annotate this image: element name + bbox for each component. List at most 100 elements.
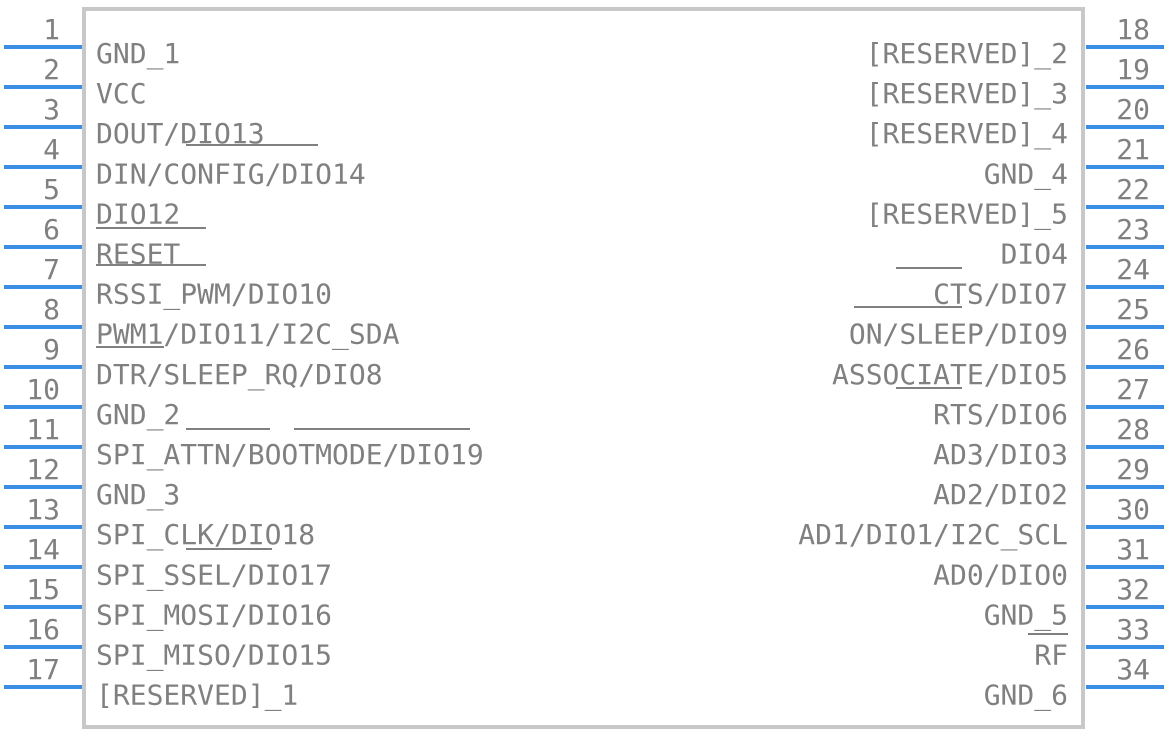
pin-number: 6: [43, 213, 60, 246]
pin-number: 26: [1116, 333, 1150, 366]
pin-label: RESET: [96, 238, 180, 271]
left-pin-group: 1GND_12VCC3DOUT/DIO134DIN/CONFIG/DIO145D…: [4, 13, 484, 713]
pin-number: 14: [26, 533, 60, 566]
pin-number: 19: [1116, 53, 1150, 86]
pin-label: VCC: [96, 77, 147, 110]
pin-number: 9: [43, 333, 60, 366]
pin-number: 20: [1116, 93, 1150, 126]
pin-label: GND_4: [984, 157, 1068, 191]
pin-label: RF: [1034, 639, 1068, 672]
pin-number: 24: [1116, 253, 1150, 286]
pin-label: SPI_ATTN/BOOTMODE/DIO19: [96, 438, 484, 472]
pin-number: 4: [43, 133, 60, 166]
pin-number: 27: [1116, 373, 1150, 406]
pin-label: [RESERVED]_1: [96, 679, 298, 713]
pin-label: DIO12: [96, 197, 180, 230]
pin-number: 1: [43, 13, 60, 46]
pin-label: [RESERVED]_2: [866, 37, 1068, 71]
pin-number: 34: [1116, 653, 1150, 686]
pin-number: 32: [1116, 573, 1150, 606]
pin-number: 21: [1116, 133, 1150, 166]
component-body: [82, 7, 1085, 729]
pin-label: [RESERVED]_3: [866, 77, 1068, 111]
pin-label: GND_6: [984, 679, 1068, 713]
pin-label: GND_5: [984, 598, 1068, 632]
pin-label: [RESERVED]_5: [866, 197, 1068, 231]
right-pin-20: 20 [RESERVED]_4: [866, 93, 1164, 151]
pin-label: SPI_SSEL/DIO17: [96, 558, 332, 592]
pin-label: SPI_MOSI/DIO16: [96, 598, 332, 632]
pin-number: 11: [26, 413, 60, 446]
pin-label: ASSOCIATE/DIO5: [832, 358, 1068, 391]
pin-label: AD3/DIO3: [933, 438, 1068, 471]
pin-label: GND_1: [96, 37, 180, 71]
pin-number: 28: [1116, 413, 1150, 446]
pin-number: 16: [26, 613, 60, 646]
right-pin-group: 18 [RESERVED]_2 19 [RESERVED]_3 20 [RESERVED]…: [798, 13, 1164, 713]
pin-label: RTS/DIO6: [933, 398, 1068, 431]
pin-number: 31: [1116, 533, 1150, 566]
pin-label: GND_3: [96, 478, 180, 512]
pin-number: 17: [26, 653, 60, 686]
pin-label: DOUT/DIO13: [96, 117, 265, 150]
pin-label: SPI_CLK/DIO18: [96, 518, 315, 552]
pin-number: 8: [43, 293, 60, 326]
pin-label: DIN/CONFIG/DIO14: [96, 157, 366, 190]
pin-number: 13: [26, 493, 60, 526]
pin-number: 7: [43, 253, 60, 286]
right-pin-22: 22 [RESERVED]_5: [866, 173, 1164, 231]
pin-number: 15: [26, 573, 60, 606]
pin-label: SPI_MISO/DIO15: [96, 639, 332, 673]
pin-number: 33: [1116, 613, 1150, 646]
pin-label: DTR/SLEEP_RQ/DIO8: [96, 358, 383, 392]
pin-label: AD2/DIO2: [933, 478, 1068, 511]
pin-number: 2: [43, 53, 60, 86]
pin-number: 29: [1116, 453, 1150, 486]
pin-number: 3: [43, 93, 60, 126]
pin-label: DIO4: [1001, 238, 1068, 271]
pin-label: GND_2: [96, 398, 180, 432]
pin-number: 12: [26, 453, 60, 486]
pin-label: RSSI_PWM/DIO10: [96, 278, 332, 312]
pin-label: PWM1/DIO11/I2C_SDA: [96, 318, 400, 352]
pin-label: CTS/DIO7: [933, 278, 1068, 311]
pin-number: 22: [1116, 173, 1150, 206]
pin-number: 18: [1116, 13, 1150, 46]
pin-label: [RESERVED]_4: [866, 117, 1068, 151]
pin-label: AD1/DIO1/I2C_SCL: [798, 518, 1068, 552]
pin-number: 25: [1116, 293, 1150, 326]
pin-number: 10: [26, 373, 60, 406]
pin-number: 23: [1116, 213, 1150, 246]
pin-number: 30: [1116, 493, 1150, 526]
right-pin-18: 18 [RESERVED]_2: [866, 13, 1164, 71]
pin-label: AD0/DIO0: [933, 558, 1068, 591]
right-pin-19: 19 [RESERVED]_3: [866, 53, 1164, 111]
